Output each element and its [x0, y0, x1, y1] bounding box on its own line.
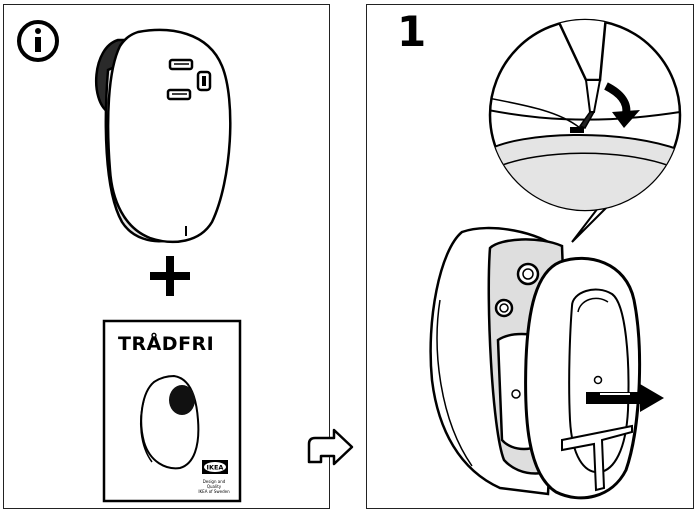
screwdriver-icon	[554, 20, 608, 129]
device-cover-removal-illustration	[429, 226, 642, 500]
leaflet-title: TRÅDFRI	[118, 333, 215, 355]
leaflet-document: IKEA	[102, 319, 242, 503]
ikea-logo-text: IKEA	[207, 464, 224, 472]
leaflet-tag-line1: Design and Quality	[202, 479, 226, 489]
smart-plug-illustration	[94, 28, 232, 244]
next-arrow-icon	[307, 428, 354, 466]
curved-arrow-icon	[604, 82, 640, 128]
info-icon	[17, 20, 59, 62]
pull-arrow-icon	[586, 384, 664, 412]
detail-zoom-circle	[488, 18, 682, 243]
leaflet-tag-text: Design and Quality IKEA of Sweden	[196, 479, 232, 494]
leaflet-tag-line2: IKEA of Sweden	[198, 489, 230, 494]
plus-icon	[150, 256, 190, 296]
step-number: 1	[397, 7, 427, 56]
